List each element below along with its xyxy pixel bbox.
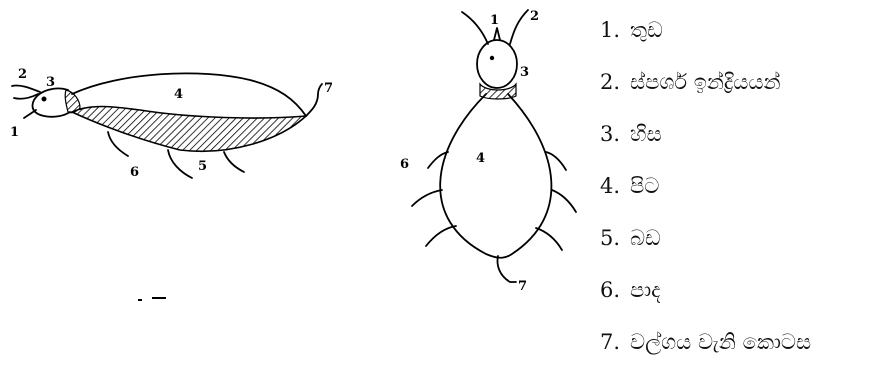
- legend-text: ස්පර්ශ ඉන්ද්‍රියයන්: [630, 70, 780, 95]
- legend-text: පිට: [630, 174, 659, 199]
- side-tail: [306, 84, 322, 116]
- legend-item: 2. ස්පර්ශ ඉන්ද්‍රියයන්: [600, 56, 811, 108]
- top-label-4: 4: [476, 151, 485, 166]
- side-neck: [65, 90, 80, 113]
- top-label-2: 2: [530, 9, 539, 24]
- legend-text: බඩ: [630, 226, 661, 251]
- side-leg: [108, 132, 128, 156]
- insect-diagram: 1 2 3 4 5 6 7 1 2 3 4: [0, 0, 590, 383]
- top-label-1: 1: [490, 13, 499, 28]
- side-label-6: 6: [130, 165, 139, 180]
- top-tail: [498, 256, 517, 282]
- legend-item: 3. හිස: [600, 108, 811, 160]
- side-label-2: 2: [18, 67, 27, 82]
- side-view-insect: 1 2 3 4 5 6 7: [10, 67, 333, 300]
- side-belly-hatched: [72, 107, 306, 152]
- top-body: [440, 94, 551, 258]
- legend-number: 7.: [600, 330, 620, 354]
- caption-mark: [138, 298, 166, 300]
- legend-number: 6.: [600, 278, 620, 302]
- side-label-5: 5: [198, 159, 207, 174]
- legend-number: 3.: [600, 122, 620, 146]
- side-antenna: [12, 85, 40, 92]
- side-mouthpart: [24, 110, 36, 118]
- top-leg: [536, 228, 562, 250]
- top-antenna: [462, 12, 488, 44]
- legend-text: හිස: [630, 122, 662, 147]
- top-antenna: [510, 10, 528, 44]
- side-eye: [42, 97, 47, 102]
- legend-text: වල්ගය වැනි කොටස: [630, 330, 811, 355]
- legend-number: 1.: [600, 18, 620, 42]
- top-label-7: 7: [518, 279, 527, 294]
- top-mouthpart: [494, 28, 500, 40]
- top-head: [477, 40, 517, 88]
- top-view-insect: 1 2 3 4 6 7: [400, 9, 576, 294]
- legend-number: 2.: [600, 70, 620, 94]
- legend-item: 7. වල්ගය වැනි කොටස: [600, 316, 811, 368]
- top-label-3: 3: [520, 65, 529, 80]
- side-leg: [168, 150, 192, 178]
- top-leg: [552, 190, 576, 212]
- legend-item: 4. පිට: [600, 160, 811, 212]
- top-leg: [412, 190, 442, 206]
- legend-number: 5.: [600, 226, 620, 250]
- legend-item: 1. තුඩ: [600, 4, 811, 56]
- top-label-6: 6: [400, 157, 409, 172]
- side-label-7: 7: [324, 81, 333, 96]
- top-leg: [426, 226, 456, 246]
- legend-text: තුඩ: [630, 18, 663, 43]
- legend-text: පාද: [630, 278, 660, 303]
- parts-legend: 1. තුඩ 2. ස්පර්ශ ඉන්ද්‍රියයන් 3. හිස 4. …: [600, 4, 811, 368]
- legend-item: 5. බඩ: [600, 212, 811, 264]
- side-head: [32, 88, 70, 116]
- top-eye: [490, 56, 494, 60]
- side-label-4: 4: [174, 87, 183, 102]
- side-label-3: 3: [46, 75, 55, 90]
- side-leg: [224, 152, 244, 172]
- legend-item: 6. පාද: [600, 264, 811, 316]
- side-label-1: 1: [10, 125, 19, 140]
- legend-number: 4.: [600, 174, 620, 198]
